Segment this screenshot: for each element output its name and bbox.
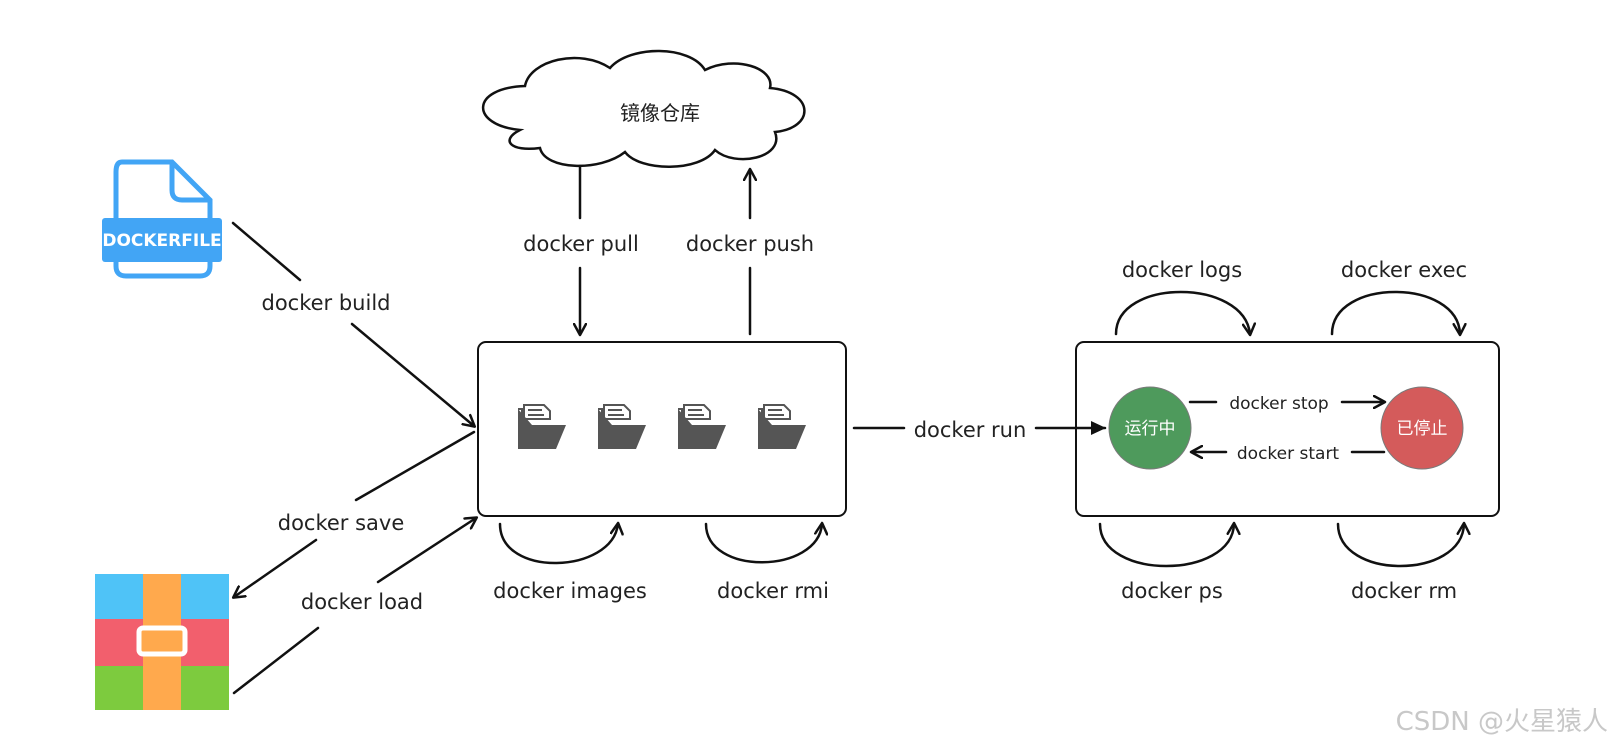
running-label: 运行中	[1125, 419, 1176, 439]
registry-cloud: 镜像仓库	[481, 49, 806, 168]
save-label: docker save	[278, 511, 405, 535]
load-arrow-seg2	[376, 518, 476, 584]
rmi-label: docker rmi	[717, 579, 829, 603]
load-label: docker load	[301, 590, 423, 614]
rmi-loop-arrow	[704, 524, 822, 564]
push-label: docker push	[686, 232, 814, 256]
image-folder-icon	[518, 404, 566, 449]
dockerfile-label: DOCKERFILE	[102, 231, 221, 251]
stopped-state: 已停止	[1380, 386, 1464, 470]
image-folder-icon	[758, 404, 806, 449]
pull-label: docker pull	[523, 232, 639, 256]
rm-label: docker rm	[1351, 579, 1457, 603]
images-label: docker images	[493, 579, 647, 603]
stopped-circle	[1380, 386, 1464, 470]
logs-loop-arrow	[1114, 290, 1250, 334]
dockerfile-icon: DOCKERFILE	[102, 159, 222, 279]
load-arrow-seg1	[232, 626, 320, 695]
images-box	[477, 341, 847, 517]
registry-label: 镜像仓库	[620, 101, 700, 125]
rm-loop-arrow	[1336, 524, 1464, 568]
build-label: docker build	[261, 291, 390, 315]
csdn-watermark: CSDN @火星猿人	[1395, 707, 1608, 737]
images-loop-arrow	[498, 524, 618, 565]
archive-icon	[95, 574, 229, 710]
save-arrow-seg1	[354, 430, 476, 502]
ps-label: docker ps	[1121, 579, 1223, 603]
build-arrow-seg1	[231, 221, 302, 282]
stopped-label: 已停止	[1397, 419, 1448, 439]
stop-label: docker stop	[1229, 394, 1328, 414]
save-arrow-seg2	[234, 538, 318, 597]
image-folder-icon	[598, 404, 646, 449]
exec-label: docker exec	[1341, 258, 1467, 282]
image-folder-icon	[678, 404, 726, 449]
running-circle	[1108, 386, 1192, 470]
logs-label: docker logs	[1122, 258, 1242, 282]
exec-loop-arrow	[1330, 290, 1460, 334]
run-label: docker run	[914, 418, 1027, 442]
ps-loop-arrow	[1098, 524, 1234, 568]
running-state: 运行中	[1108, 386, 1192, 470]
build-arrow-seg2	[350, 322, 474, 426]
start-label: docker start	[1237, 444, 1340, 464]
